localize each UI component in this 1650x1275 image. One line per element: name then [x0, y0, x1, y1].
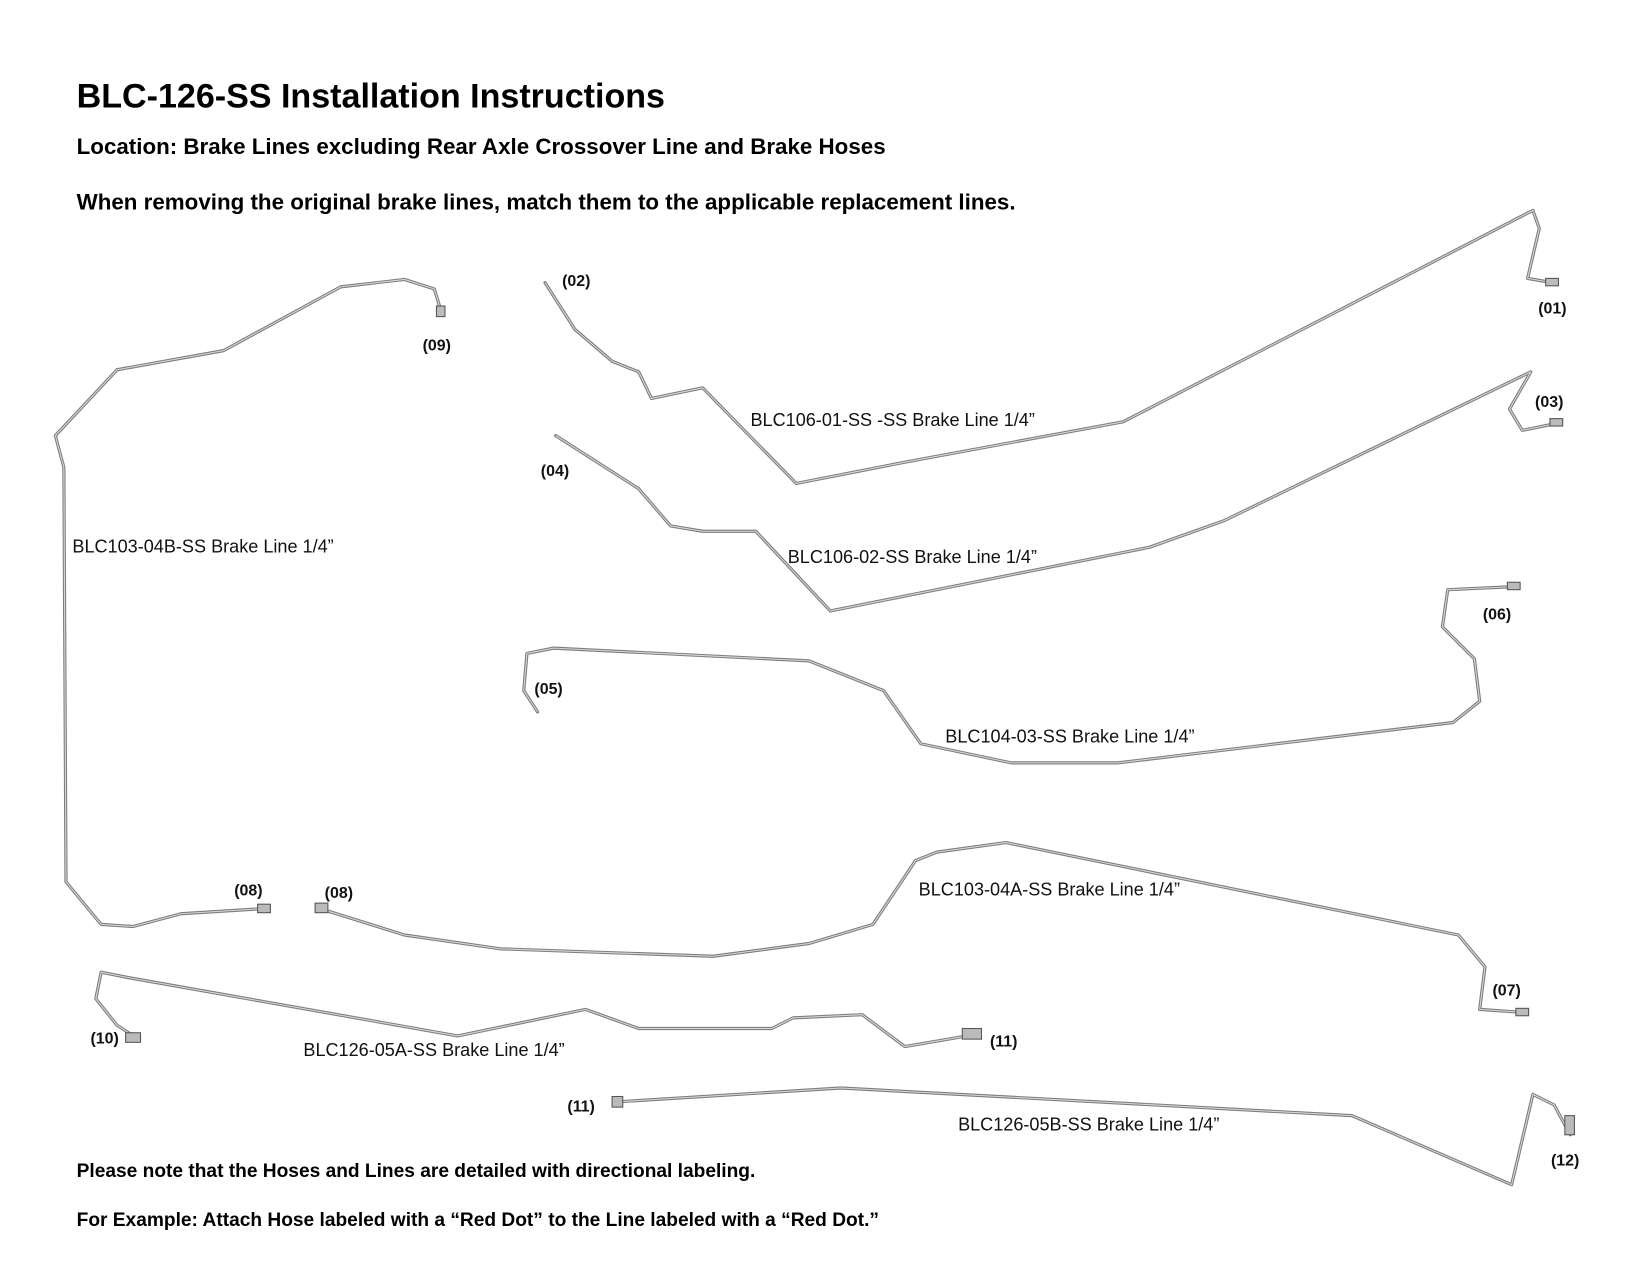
callout-09: (09) — [423, 338, 451, 355]
fittings — [125, 277, 1575, 1136]
fitting-03-icon — [1549, 418, 1564, 427]
callout-04: (04) — [541, 463, 569, 480]
page-title: BLC-126-SS Installation Instructions — [77, 77, 665, 115]
fitting-08-icon — [257, 903, 271, 914]
label-blc103-04a: BLC103-04A-SS Brake Line 1/4” — [919, 880, 1180, 900]
fitting-09-icon — [435, 305, 446, 318]
note-directional: Please note that the Hoses and Lines are… — [77, 1161, 756, 1182]
fitting-07-icon — [1515, 1007, 1530, 1017]
callout-02: (02) — [562, 273, 590, 290]
callout-11-upper: (11) — [990, 1034, 1017, 1051]
callout-08-left: (08) — [234, 883, 262, 900]
callout-05: (05) — [534, 681, 562, 698]
label-blc126-05b: BLC126-05B-SS Brake Line 1/4” — [958, 1115, 1219, 1135]
callout-06: (06) — [1483, 606, 1511, 623]
fitting-01-icon — [1545, 277, 1559, 287]
callout-12: (12) — [1551, 1153, 1579, 1170]
label-blc103-04b: BLC103-04B-SS Brake Line 1/4” — [72, 537, 333, 557]
callout-11-lower: (11) — [567, 1098, 594, 1115]
brake-line-blc126-05b — [615, 1086, 1572, 1187]
instruction-text: When removing the original brake lines, … — [77, 189, 1016, 214]
label-blc104-03: BLC104-03-SS Brake Line 1/4” — [945, 727, 1194, 747]
note-example: For Example: Attach Hose labeled with a … — [77, 1210, 879, 1231]
brake-line-blc106-02 — [554, 370, 1562, 613]
brake-line-blc103-04a — [317, 840, 1526, 1015]
label-blc106-01: BLC106-01-SS -SS Brake Line 1/4” — [750, 410, 1034, 430]
location-text: Location: Brake Lines excluding Rear Axl… — [77, 134, 886, 159]
fitting-06-icon — [1506, 581, 1521, 591]
fitting-11-icon — [961, 1027, 983, 1040]
callout-10: (10) — [90, 1030, 118, 1047]
label-blc126-05a: BLC126-05A-SS Brake Line 1/4” — [303, 1040, 564, 1060]
brake-line-blc126-05a — [94, 970, 981, 1049]
callout-07: (07) — [1492, 983, 1520, 1000]
label-blc106-02: BLC106-02-SS Brake Line 1/4” — [788, 547, 1037, 567]
fitting-11b-icon — [611, 1095, 624, 1108]
brake-line-blc103-04b — [53, 277, 444, 929]
callout-01: (01) — [1538, 300, 1566, 317]
callout-08-right: (08) — [325, 885, 353, 902]
fitting-12-icon — [1564, 1115, 1575, 1136]
brake-line-blc106-01 — [543, 208, 1554, 486]
callout-03: (03) — [1535, 394, 1563, 411]
fitting-08b-icon — [314, 902, 329, 914]
fitting-10-icon — [125, 1032, 142, 1043]
brake-line-blc104-03 — [522, 584, 1519, 765]
